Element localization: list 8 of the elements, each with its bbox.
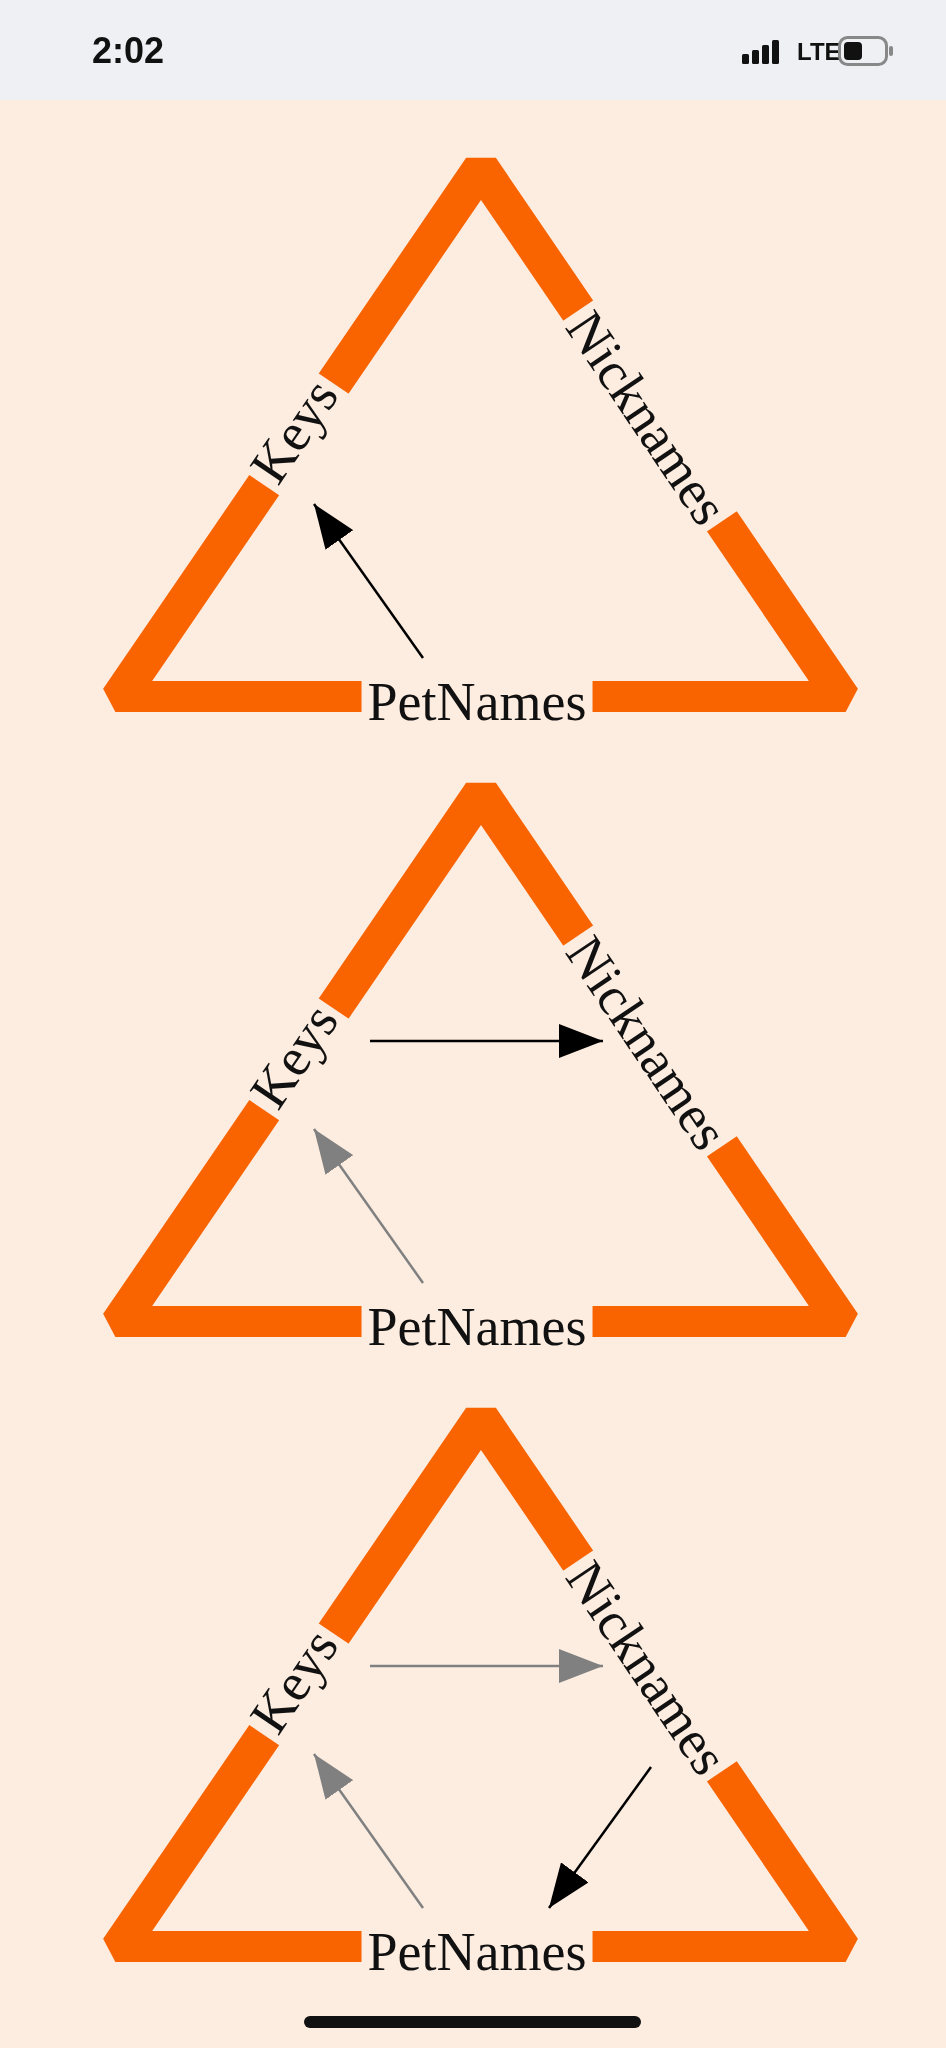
arrow [313, 1753, 424, 1909]
clock-time: 2:02 [92, 30, 165, 72]
arrow [370, 1024, 603, 1058]
arrow [313, 503, 424, 659]
arrow [313, 1128, 424, 1284]
network-indicator: LTE [797, 38, 841, 66]
arrow [370, 1649, 603, 1683]
arrow [548, 1766, 652, 1909]
